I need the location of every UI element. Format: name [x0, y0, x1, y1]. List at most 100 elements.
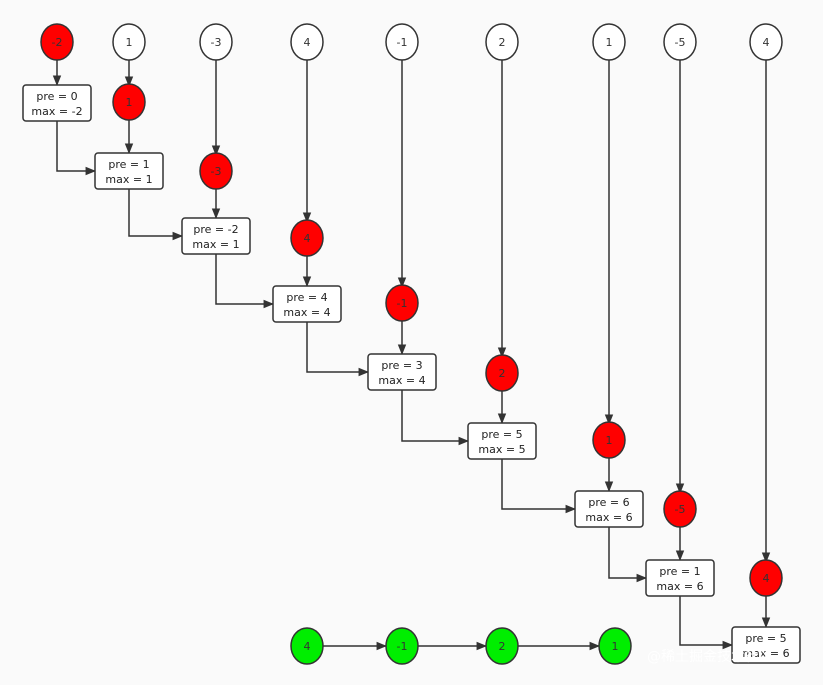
input-node: 4: [290, 23, 324, 61]
current-node: 4: [749, 559, 783, 597]
state-box: pre = 1 max = 6: [645, 559, 715, 597]
input-node-label: 2: [499, 36, 506, 49]
watermark: @稀土掘金技术社区: [647, 649, 773, 665]
current-node-label: 2: [499, 367, 506, 380]
input-node-label: -3: [211, 36, 222, 49]
input-node: -5: [663, 23, 697, 61]
current-node-label: 1: [126, 96, 133, 109]
result-node-label: 4: [304, 640, 311, 653]
nodes: 1 -3 4 -1 2 1 -5 4 -2 1 -3 4 -1 2 1 -5 4: [40, 23, 783, 597]
edge-state-to-next: [56, 121, 97, 176]
current-node-shape: [663, 490, 697, 528]
state-pre: pre = 4: [286, 291, 327, 304]
state-pre: pre = 3: [381, 359, 422, 372]
edge-state-to-next: [128, 189, 184, 241]
input-node: -1: [385, 23, 419, 61]
current-node: 1: [112, 83, 146, 121]
state-box-shape: [731, 626, 801, 664]
state-pre: pre = 0: [36, 90, 77, 103]
input-node-label: -1: [397, 36, 408, 49]
current-node-shape: [290, 219, 324, 257]
current-node: 1: [592, 421, 626, 459]
state-max: max = 4: [283, 306, 330, 319]
result-node-shape: [385, 627, 419, 665]
state-box: pre = 1 max = 1: [94, 152, 164, 190]
current-node-label: -1: [397, 297, 408, 310]
edge-state-to-next: [306, 322, 370, 377]
edge-state-to-next: [501, 459, 577, 514]
state-max: max = 4: [378, 374, 425, 387]
result-node-label: 1: [612, 640, 619, 653]
state-box-shape: [272, 285, 342, 323]
input-node: 1: [112, 23, 146, 61]
input-node-shape: [663, 23, 697, 61]
input-node-shape: [592, 23, 626, 61]
state-box: pre = 4 max = 4: [272, 285, 342, 323]
current-node: -5: [663, 490, 697, 528]
state-max: max = -2: [31, 105, 82, 118]
state-box: pre = 3 max = 4: [367, 353, 437, 391]
state-box: pre = 5 max = 5: [467, 422, 537, 460]
input-node-shape: [749, 23, 783, 61]
input-node-shape: [485, 23, 519, 61]
state-max: max = 6: [656, 580, 703, 593]
input-node-shape: [290, 23, 324, 61]
input-node-label: 4: [763, 36, 770, 49]
result-node-shape: [598, 627, 632, 665]
result-node: -1: [385, 627, 419, 665]
current-node-shape: [40, 23, 74, 61]
edge-state-to-next: [215, 254, 275, 309]
state-box-shape: [94, 152, 164, 190]
state-box-shape: [645, 559, 715, 597]
state-box: pre = 6 max = 6: [574, 490, 644, 528]
current-node: -3: [199, 152, 233, 190]
current-node-shape: [385, 284, 419, 322]
current-node-shape: [485, 354, 519, 392]
state-pre: pre = 5: [481, 428, 522, 441]
current-node-label: 4: [763, 572, 770, 585]
edge-state-to-next: [679, 596, 734, 650]
state-max: max = 1: [192, 238, 239, 251]
state-box-shape: [181, 217, 251, 255]
result-node-label: 2: [499, 640, 506, 653]
input-node: 1: [592, 23, 626, 61]
state-box-shape: [467, 422, 537, 460]
result-node: 2: [485, 627, 519, 665]
input-node-label: 1: [606, 36, 613, 49]
input-node: -3: [199, 23, 233, 61]
state-pre: pre = 6: [588, 496, 629, 509]
result-nodes: 4 -1 2 1: [290, 627, 632, 665]
input-node-label: 1: [126, 36, 133, 49]
current-node: 4: [290, 219, 324, 257]
result-node: 4: [290, 627, 324, 665]
state-box: pre = 0 max = -2: [22, 84, 92, 122]
current-node: 2: [485, 354, 519, 392]
input-node-label: 4: [304, 36, 311, 49]
input-node-shape: [385, 23, 419, 61]
edge-state-to-next: [608, 527, 648, 583]
edges: [52, 58, 771, 651]
state-max: max = 6: [742, 647, 789, 660]
current-node: -1: [385, 284, 419, 322]
result-node: 1: [598, 627, 632, 665]
state-box: pre = 5 max = 6: [731, 626, 801, 664]
state-max: max = 6: [585, 511, 632, 524]
state-pre: pre = 5: [745, 632, 786, 645]
state-pre: pre = 1: [659, 565, 700, 578]
input-node-label: -5: [675, 36, 686, 49]
result-node-shape: [485, 627, 519, 665]
state-max: max = 5: [478, 443, 525, 456]
current-node-label: -5: [675, 503, 686, 516]
input-node: 4: [749, 23, 783, 61]
current-node: -2: [40, 23, 74, 61]
state-pre: pre = 1: [108, 158, 149, 171]
state-max: max = 1: [105, 173, 152, 186]
current-node-shape: [112, 83, 146, 121]
state-box-shape: [574, 490, 644, 528]
state-box-shape: [22, 84, 92, 122]
input-node-shape: [199, 23, 233, 61]
input-node-shape: [112, 23, 146, 61]
state-box-shape: [367, 353, 437, 391]
result-node-label: -1: [397, 640, 408, 653]
